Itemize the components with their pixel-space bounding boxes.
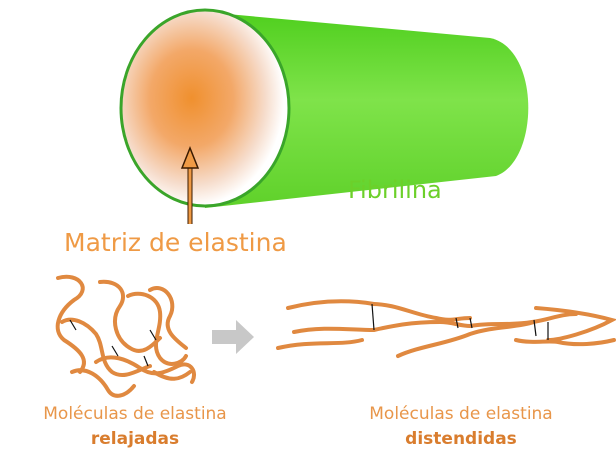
fibrillin-tube xyxy=(121,10,528,208)
stretched-caption-line2: distendidas xyxy=(326,427,596,452)
right-arrow-icon xyxy=(212,320,254,354)
stretched-elastin-molecules xyxy=(278,301,614,356)
relaxed-caption-line2: relajadas xyxy=(0,427,270,452)
relaxed-caption: Moléculas de elastina relajadas xyxy=(0,402,270,452)
relaxed-caption-line1: Moléculas de elastina xyxy=(0,402,270,427)
elastin-core xyxy=(121,10,289,206)
stretched-caption-line1: Moléculas de elastina xyxy=(326,402,596,427)
stretched-caption: Moléculas de elastina distendidas xyxy=(326,402,596,452)
relaxed-elastin-molecules xyxy=(58,277,194,396)
elastin-matrix-label: Matriz de elastina xyxy=(64,228,287,257)
fibrillin-label: Fibrilina xyxy=(348,176,442,204)
